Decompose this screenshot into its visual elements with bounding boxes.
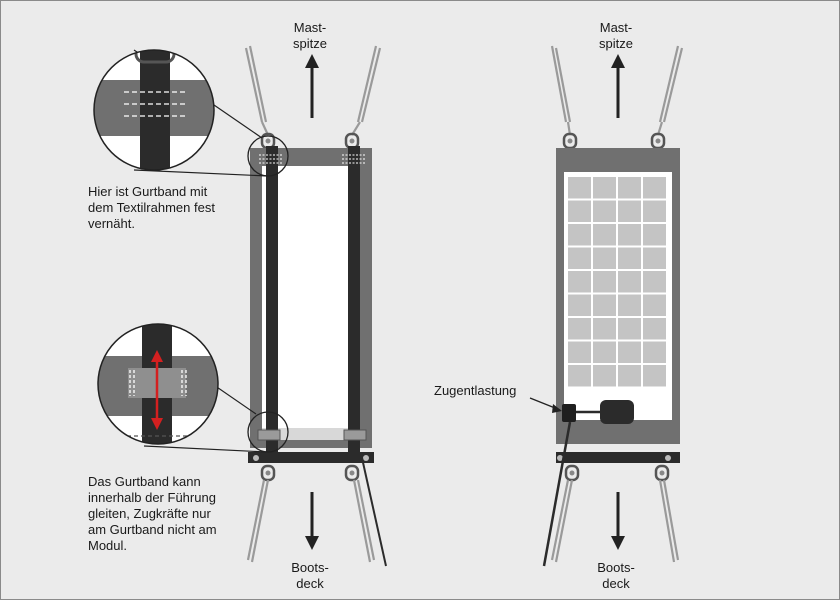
solar-cell: [593, 318, 616, 340]
solar-cell: [593, 177, 616, 199]
rope-icon: [550, 45, 684, 136]
junction-box-icon: [562, 400, 634, 424]
solar-cell: [643, 365, 666, 387]
bottom-bar: [556, 452, 680, 463]
strap-right: [348, 146, 360, 462]
strap-guide-right: [343, 429, 367, 441]
solar-cell: [618, 247, 641, 269]
label-mast-top-right: Mast-spitze: [599, 20, 633, 51]
solar-cell: [618, 365, 641, 387]
solar-cell: [568, 294, 591, 316]
solar-cell: [643, 200, 666, 222]
solar-cell: [568, 341, 591, 363]
solar-cell: [568, 365, 591, 387]
magnifier-circle-icon: [93, 49, 269, 177]
solar-cell: [618, 271, 641, 293]
label-strain-relief: Zugentlastung: [434, 383, 517, 398]
solar-cell: [643, 224, 666, 246]
solar-cells: [568, 177, 666, 387]
solar-cell: [593, 365, 616, 387]
solar-cell: [593, 200, 616, 222]
left-assembly: [244, 45, 387, 567]
label-mast-top-left: Mast-spitze: [293, 20, 327, 51]
solar-cell: [593, 341, 616, 363]
solar-cell: [618, 318, 641, 340]
down-arrow-icon: [305, 492, 319, 550]
cable: [361, 457, 387, 567]
solar-cell: [618, 294, 641, 316]
solar-cell: [568, 318, 591, 340]
solar-cell: [568, 177, 591, 199]
detail-marker-bottom: [247, 411, 289, 453]
solar-cell: [593, 271, 616, 293]
up-arrow-icon: [611, 54, 625, 118]
label-boat-deck-left: Boots-deck: [291, 560, 329, 591]
strap-left: [266, 146, 278, 462]
solar-cell: [643, 341, 666, 363]
solar-cell: [568, 271, 591, 293]
solar-cell: [568, 224, 591, 246]
strap-guide-left: [257, 429, 281, 441]
solar-cell: [643, 247, 666, 269]
solar-cell: [618, 341, 641, 363]
rope-icon: [550, 479, 680, 563]
solar-cell: [593, 247, 616, 269]
solar-cell: [618, 224, 641, 246]
solar-cell: [618, 177, 641, 199]
up-arrow-icon: [305, 54, 319, 118]
bottom-bar: [248, 452, 374, 463]
solar-cell: [593, 294, 616, 316]
solar-cell: [568, 247, 591, 269]
solar-cell: [643, 294, 666, 316]
magnifier-circle-icon: [97, 323, 267, 453]
solar-cell: [568, 200, 591, 222]
cable: [542, 421, 572, 567]
label-boat-deck-right: Boots-deck: [597, 560, 635, 591]
rope-icon: [246, 479, 376, 563]
down-arrow-icon: [611, 492, 625, 550]
solar-cell: [643, 318, 666, 340]
solar-cell: [593, 224, 616, 246]
solar-cell: [618, 200, 641, 222]
solar-cell: [643, 177, 666, 199]
frame-window: [262, 166, 360, 428]
right-assembly: [529, 45, 684, 567]
frame-lower-band: [262, 428, 360, 440]
solar-cell: [643, 271, 666, 293]
